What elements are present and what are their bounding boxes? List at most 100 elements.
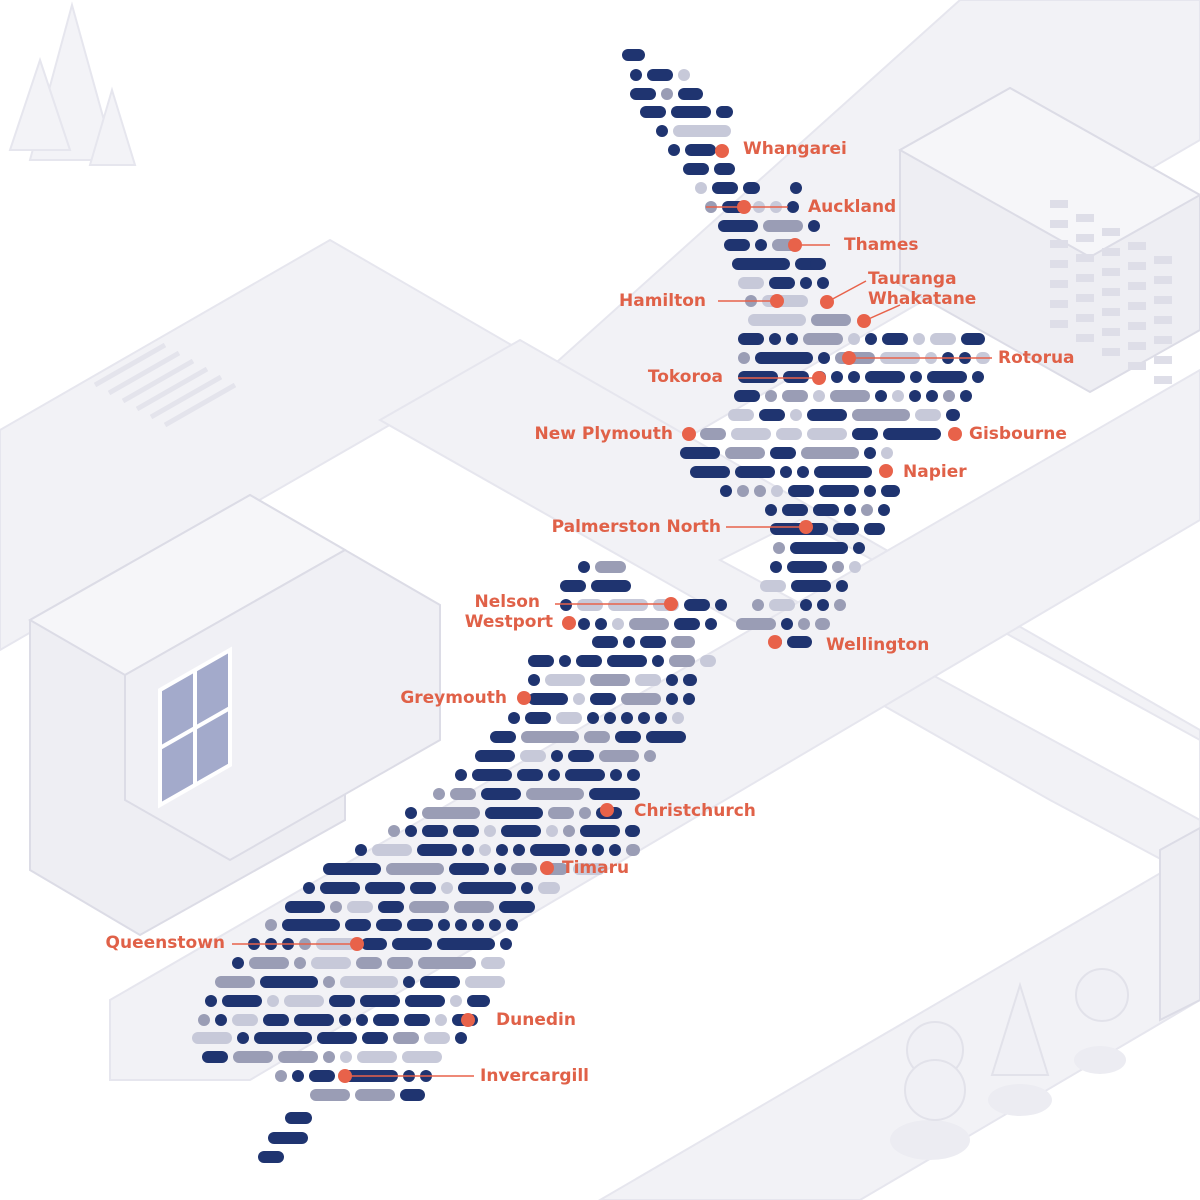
land-dash [282, 919, 340, 931]
land-dash [852, 409, 910, 421]
land-dash [222, 995, 262, 1007]
land-dash [725, 447, 765, 459]
land-dash [453, 825, 479, 837]
building-window [1050, 300, 1068, 308]
building-window [1102, 228, 1120, 236]
land-dash [790, 182, 802, 194]
land-dash [623, 636, 635, 648]
land-dash [458, 882, 516, 894]
land-dash [378, 901, 404, 913]
land-dash [215, 976, 255, 988]
land-dash [595, 618, 607, 630]
land-dash [565, 769, 605, 781]
building-window [1102, 248, 1120, 256]
land-dash [661, 88, 673, 100]
land-dash [738, 277, 764, 289]
land-dash [683, 693, 695, 705]
land-dash [525, 712, 551, 724]
land-dash [356, 1014, 368, 1026]
land-dash [678, 88, 703, 100]
building-right-roof [897, 86, 1200, 259]
land-dash [278, 1051, 318, 1063]
land-dash [647, 69, 673, 81]
land-dash [560, 599, 572, 611]
crosswalk-stripe [135, 366, 209, 412]
land-dash [481, 957, 505, 969]
land-dash [232, 957, 244, 969]
building-left-annex [124, 548, 441, 862]
land-dash [755, 239, 767, 251]
land-dash [644, 750, 656, 762]
land-dash [678, 69, 690, 81]
land-dash [198, 1014, 210, 1026]
land-dash [797, 466, 809, 478]
city-marker [682, 427, 696, 441]
land-dash [205, 995, 217, 1007]
land-dash [666, 674, 678, 686]
land-dash [685, 144, 716, 156]
land-dash [771, 485, 783, 497]
land-dash [735, 466, 775, 478]
land-dash [853, 542, 865, 554]
building-window [1076, 334, 1094, 342]
city-marker [812, 371, 826, 385]
land-dash [830, 390, 870, 402]
land-dash [454, 901, 494, 913]
land-dash [652, 655, 664, 667]
city-label-dunedin: Dunedin [496, 1010, 576, 1030]
land-dash [267, 995, 279, 1007]
city-marker [842, 351, 856, 365]
land-dash [770, 447, 796, 459]
land-dash [573, 863, 605, 875]
land-dash [387, 957, 413, 969]
land-dash [787, 561, 827, 573]
crosswalk-stripe [149, 374, 223, 420]
city-label-rotorua: Rotorua [998, 348, 1075, 368]
land-dash [680, 447, 720, 459]
building-window [1128, 362, 1146, 370]
land-dash [579, 807, 591, 819]
pine-tree-icon [990, 981, 1050, 1076]
land-dash [386, 863, 444, 875]
land-dash [403, 976, 415, 988]
land-dash [584, 731, 610, 743]
land-dash [340, 1051, 352, 1063]
land-dash [465, 976, 505, 988]
land-dash [732, 258, 790, 270]
land-dash [861, 504, 873, 516]
city-label-christchurch: Christchurch [634, 801, 756, 821]
land-dash [422, 825, 448, 837]
city-marker [770, 294, 784, 308]
land-dash [433, 788, 445, 800]
land-dash [800, 277, 812, 289]
land-dash [420, 976, 460, 988]
land-dash [591, 580, 631, 592]
city-label-invercargill: Invercargill [480, 1066, 590, 1086]
land-dash [233, 1051, 273, 1063]
land-dash [285, 1112, 312, 1124]
land-dash [892, 390, 904, 402]
land-dash [773, 542, 785, 554]
land-dash [731, 428, 771, 440]
land-dash [926, 390, 938, 402]
land-dash [714, 163, 735, 175]
land-dash [528, 693, 568, 705]
land-dash [402, 1051, 442, 1063]
city-marker [562, 616, 576, 630]
land-dash [392, 938, 432, 950]
land-dash [769, 333, 781, 345]
land-dash [450, 995, 462, 1007]
land-dash [738, 371, 778, 383]
land-dash [769, 599, 795, 611]
land-dash [883, 428, 941, 440]
land-dash [736, 618, 776, 630]
land-dash [810, 258, 826, 270]
land-dash [467, 995, 490, 1007]
land-dash [405, 995, 445, 1007]
land-dash [490, 731, 516, 743]
land-dash [418, 957, 476, 969]
land-dash [294, 957, 306, 969]
building-window [1128, 342, 1146, 350]
crosswalk-stripe [163, 382, 237, 428]
building-window [1154, 356, 1172, 364]
